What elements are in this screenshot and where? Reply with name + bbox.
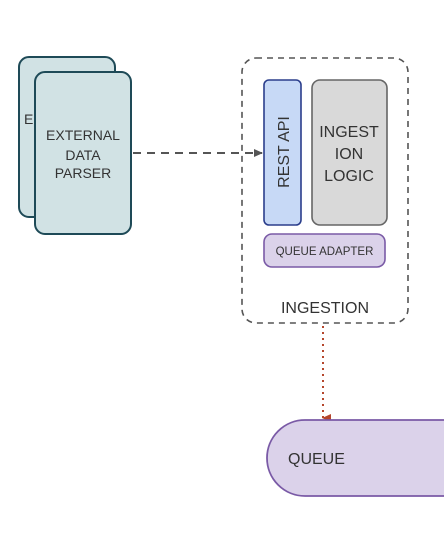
external-parser-front-card-border <box>34 71 132 235</box>
external-data-parser-node[interactable]: E EXTERNAL DATA PARSER <box>18 56 132 235</box>
ingestion-group-border <box>241 57 409 324</box>
external-parser-line-3: PARSER <box>55 165 112 181</box>
ingestion-logic-node[interactable]: INGEST ION LOGIC <box>311 79 388 226</box>
ingestion-logic-box-border <box>311 79 388 226</box>
ingestion-logic-line-3: LOGIC <box>324 168 374 185</box>
external-parser-line-2: DATA <box>65 147 101 163</box>
ingestion-logic-line-2: ION <box>335 146 363 163</box>
queue-adapter-node[interactable]: QUEUE ADAPTER <box>263 233 386 268</box>
queue-adapter-box-border <box>263 233 386 268</box>
rest-api-label: REST API <box>276 116 293 188</box>
rest-api-box <box>264 80 301 225</box>
ingestion-group[interactable]: INGEST ION <box>241 57 409 324</box>
queue-label: QUEUE <box>288 451 345 468</box>
ingestion-logic-line-1: INGEST <box>319 124 379 141</box>
rest-api-box-border <box>263 79 302 226</box>
ingestion-logic-box <box>312 80 387 225</box>
external-parser-line-1: EXTERNAL <box>46 127 120 143</box>
queue-adapter-label: QUEUE ADAPTER <box>276 246 374 258</box>
external-parser-back-card-text: E <box>24 111 33 127</box>
queue-shape <box>267 420 444 496</box>
ingestion-group-label: INGESTION <box>281 300 369 317</box>
external-parser-front-card <box>35 72 131 234</box>
queue-node[interactable]: QUEUE <box>266 419 444 497</box>
rest-api-node[interactable]: REST API <box>263 79 302 226</box>
queue-adapter-box <box>264 234 385 267</box>
queue-shape-border <box>266 419 444 497</box>
